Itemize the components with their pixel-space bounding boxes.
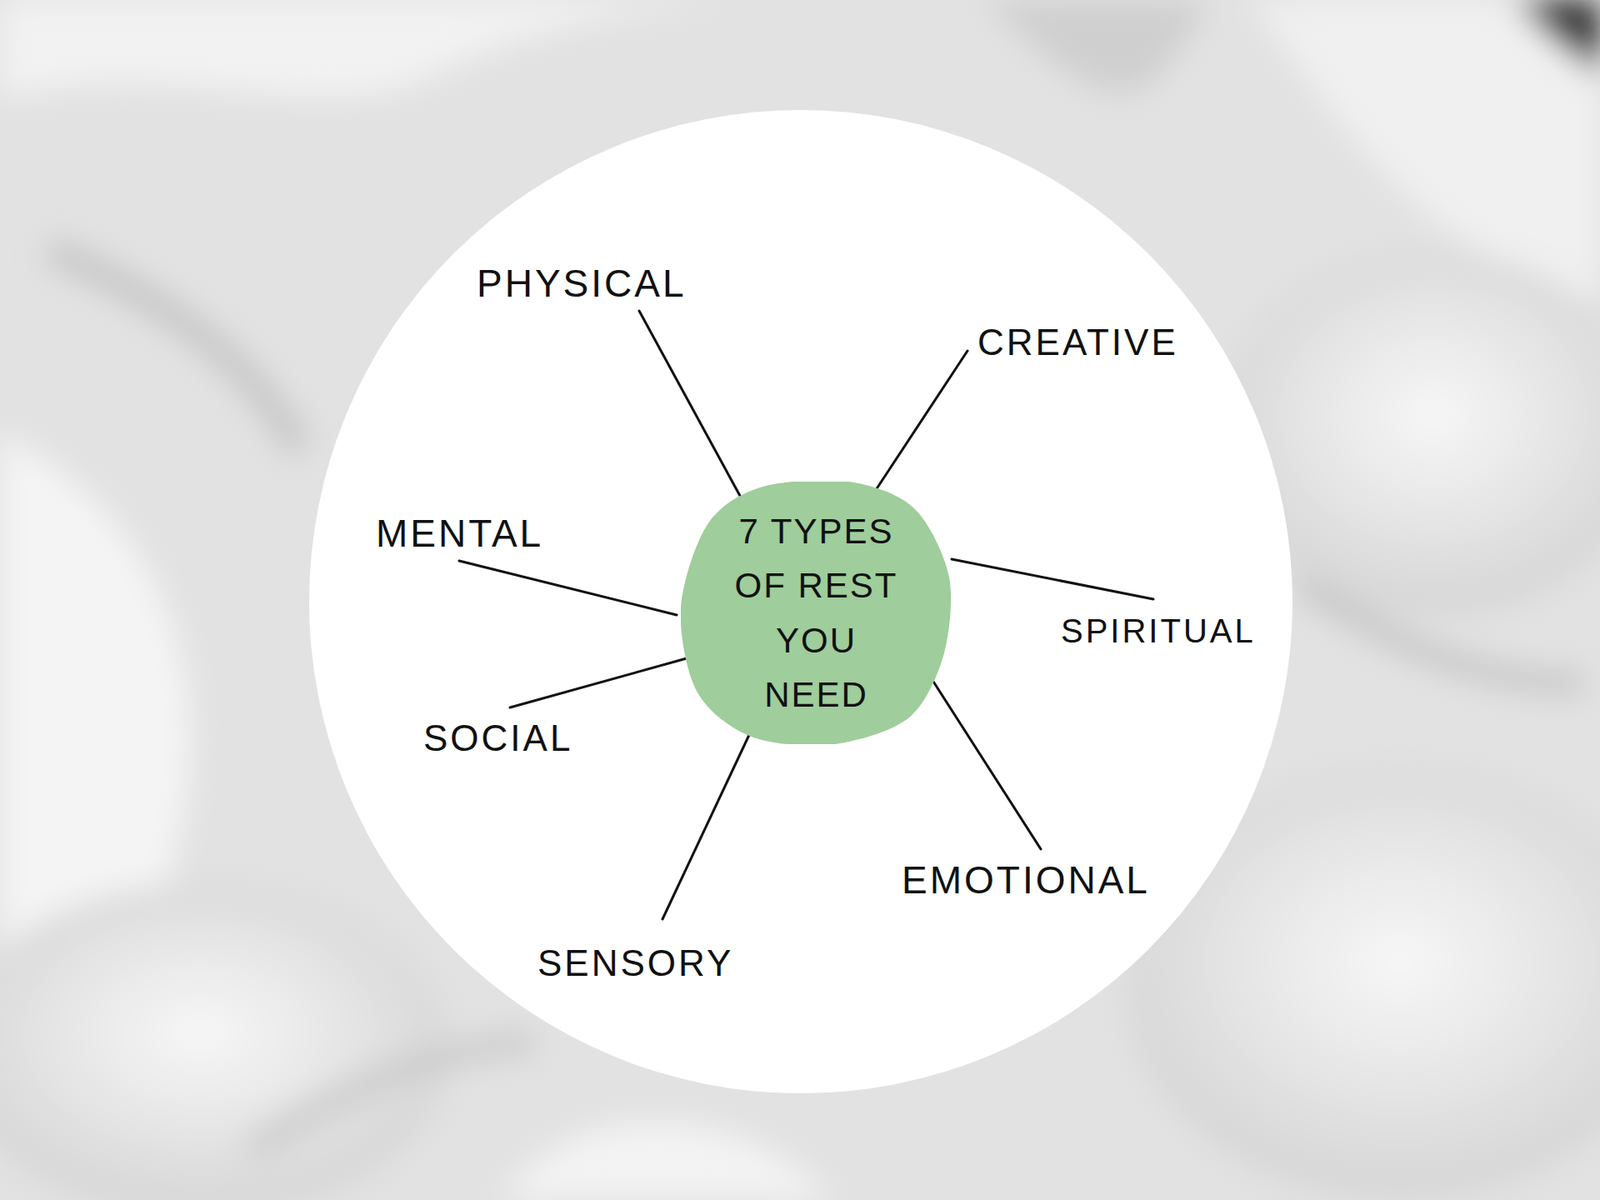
rest-type: SENSORY	[537, 943, 734, 984]
spoke-line	[872, 350, 968, 495]
rest-type: EMOTIONAL	[901, 859, 1150, 902]
rest-type: CREATIVE	[977, 322, 1179, 363]
spoke-line	[951, 559, 1154, 600]
rest-type: SPIRITUAL	[1060, 612, 1256, 650]
spoke-line	[510, 658, 687, 708]
spoke-lines	[459, 310, 1154, 920]
spoke-line	[639, 310, 745, 505]
spoke-line	[459, 560, 677, 615]
blob-title: 7 TYPES OF REST YOU NEED	[720, 504, 913, 721]
rest-type: MENTAL	[375, 512, 544, 555]
center-blob: 7 TYPES OF REST YOU NEED	[680, 481, 952, 745]
spoke-line	[662, 722, 755, 920]
rest-type: PHYSICAL	[476, 262, 687, 305]
rest-type: SOCIAL	[423, 718, 573, 759]
spoke-line	[921, 663, 1041, 850]
white-disc	[309, 110, 1293, 1094]
blob-fill	[680, 481, 951, 745]
